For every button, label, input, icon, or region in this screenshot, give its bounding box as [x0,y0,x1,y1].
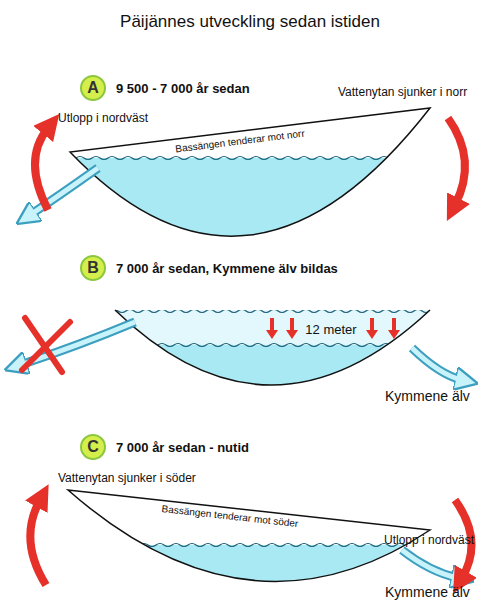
annotation-label: 12 meter [305,322,356,337]
step-badge: A 9 500 - 7 000 år sedan [80,75,250,101]
annotation-label: Utlopp i nordväst [58,111,148,125]
annotation-label: Kymmene älv [385,388,470,404]
step-heading: 9 500 - 7 000 år sedan [116,81,250,96]
step-badge: B 7 000 år sedan, Kymmene älv bildas [80,255,338,281]
step-heading: 7 000 år sedan, Kymmene älv bildas [116,261,338,276]
annotation-label: Utlopp i nordväst [384,533,474,547]
annotation-label: Vattenytan sjunker i söder [58,471,196,485]
title: Päijännes utveckling sedan istiden [120,12,380,32]
annotation-label: Bassängen tenderar mot söder [161,503,299,529]
annotation-label: Kymmene älv [385,584,470,600]
basin-c [0,490,500,608]
step-badge: C 7 000 år sedan - nutid [80,434,249,460]
step-letter: B [80,255,106,281]
step-letter: A [80,75,106,101]
annotation-label: Vattenytan sjunker i norr [338,85,467,99]
step-heading: 7 000 år sedan - nutid [116,440,249,455]
step-letter: C [80,434,106,460]
annotation-label: Bassängen tenderar mot norr [175,128,305,155]
